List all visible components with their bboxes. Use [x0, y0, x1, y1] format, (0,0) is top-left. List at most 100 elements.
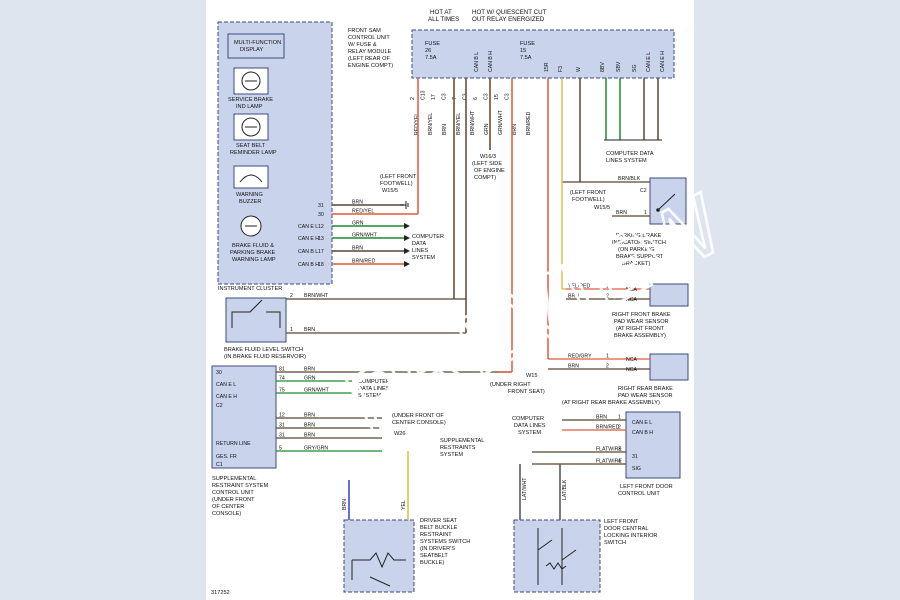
srs-pin-5: 31: [279, 433, 285, 439]
srs-l3: CONTROL UNIT: [212, 490, 254, 496]
cluster-color-3: GRN/WHT: [352, 233, 378, 239]
front-sam-l5: (LEFT REAR OF: [348, 56, 390, 62]
cluster-pin-4: 17: [318, 249, 324, 255]
srs-color-0: BRN: [304, 367, 315, 373]
door-pin-0: 1: [618, 415, 621, 421]
bf-switch-symbol: [231, 299, 281, 328]
hot-quiescent-l1: HOT W/ QUIESCENT CUT: [472, 9, 547, 16]
service-brake-l1: SERVICE BRAKE: [228, 97, 273, 103]
cluster-color-0: BRN: [352, 200, 363, 206]
rf-nca-0: NCA: [626, 287, 637, 293]
door-switch-color-0: LAT/WHT: [522, 477, 528, 500]
pb-color-0: BRN/BLK: [618, 176, 641, 182]
door-switch-box: [513, 519, 601, 593]
pb-switch-l4: BRAKE SUPPORT: [616, 254, 664, 260]
hot-at-all-times-l1: HOT AT: [430, 9, 452, 16]
top-color-1: BRN/YEL: [428, 113, 434, 135]
mfd-l1: MULTI-FUNCTION: [234, 40, 281, 46]
lf-footwell2-l2: FOOTWELL): [572, 197, 605, 203]
cluster-arrow-2: [404, 223, 410, 229]
brake-fluid-lamp-l2: PARKING BRAKE: [230, 250, 276, 256]
w163-l1: W16/3: [480, 154, 496, 160]
door-color-2: FLATWIRE: [596, 447, 622, 453]
pb-switch-l5: BRACKET): [622, 261, 650, 267]
lf-footwell1-l2: FOOTWELL): [380, 181, 413, 187]
pb-color-1: BRN: [616, 210, 627, 216]
cdl1-l2: DATA: [412, 241, 426, 247]
fuse15-l3: 7.5A: [520, 55, 532, 61]
srs-pin-4: 31: [279, 423, 285, 429]
seat-belt-lamp-icon: [233, 113, 269, 141]
door-switch-l1: LEFT FRONT: [604, 519, 639, 525]
instrument-cluster-label: INSTRUMENT CLUSTER: [218, 286, 282, 292]
cluster-pin-3: 13: [318, 236, 324, 242]
buckle-l2: BELT BUCKLE: [420, 525, 458, 531]
seat-belt-l2: REMINDER LAMP: [230, 150, 277, 156]
srs-pin-3: 12: [279, 413, 285, 419]
top-color-7: BRN: [512, 124, 518, 135]
rr-pad-l2: PAD WEAR SENSOR: [618, 393, 673, 399]
top-color-0: RED/YEL: [414, 113, 420, 135]
cluster-can-0: CAN E L: [298, 224, 318, 230]
top-color-8: BRN/RED: [526, 111, 532, 135]
srs-color-5: BRN: [304, 433, 315, 439]
cdl-srs-l3: SYSTEM: [358, 393, 381, 399]
under-right-seat-l1: (UNDER RIGHT: [490, 382, 531, 388]
door-can-0: CAN E L: [632, 420, 652, 426]
sam-conn-label-3: 8BV: [600, 62, 606, 72]
door-unit-l1: LEFT FRONT DOOR: [620, 484, 673, 490]
figure-id: 317252: [211, 590, 230, 596]
fuse26-l3: 7.5A: [425, 55, 437, 61]
bf-color-0: BRN/WHT: [304, 293, 329, 299]
brake-fluid-lamp-icon: [240, 215, 262, 237]
w15-label: W15: [526, 373, 538, 379]
seat-belt-l1: SEAT BELT: [236, 143, 266, 149]
top-pin-2: 17: [431, 94, 437, 100]
srs-color-6: GRY/GRN: [304, 446, 328, 452]
door-can-3: SIG: [632, 466, 641, 472]
cluster-can-1: CAN E H: [298, 236, 319, 242]
cluster-can-3: CAN B H: [298, 262, 319, 268]
cluster-pin-2: 12: [318, 224, 324, 230]
front-sam-l2: CONTROL UNIT: [348, 35, 390, 41]
cluster-color-2: GRN: [352, 221, 364, 227]
buzzer-icon: [233, 165, 269, 189]
sam-conn-label-4: SBV: [616, 61, 622, 72]
top-color-2: BRN: [442, 124, 448, 135]
front-sam-module: [411, 29, 675, 79]
top-color-5: GRN: [484, 123, 490, 135]
buckle-switch-icon: [351, 552, 406, 587]
cdl-door-l3: SYSTEM: [518, 430, 541, 436]
buckle-l1: DRIVER SEAT: [420, 518, 457, 524]
sam-conn-label-8: CAN B L: [474, 52, 480, 72]
front-sam-l4: RELAY MODULE: [348, 49, 392, 55]
srs-l6: CONSOLE): [212, 511, 241, 517]
lf-footwell1-l3: W15/5: [382, 188, 398, 194]
brake-fluid-lamp-l3: WARNING LAMP: [232, 257, 276, 263]
buzzer-l1: WARNING: [236, 192, 263, 198]
srs-pin-0: 81: [279, 367, 285, 373]
door-switch-l4: SWITCH: [604, 540, 626, 546]
lf-footwell2-l1: (LEFT FRONT: [570, 190, 607, 196]
supp-l2: RESTRAINTS: [440, 445, 476, 451]
srs-label-3: C2: [216, 403, 223, 409]
srs-label-4: RETURN LINE: [216, 441, 251, 447]
buckle-color-0: BRN: [342, 499, 348, 510]
cluster-can-2: CAN B L: [298, 249, 318, 255]
top-color-6: GRN/WHT: [498, 109, 504, 135]
srs-label-5: GES. FR: [216, 454, 237, 460]
lf-footwell1-l1: (LEFT FRONT: [380, 174, 417, 180]
buckle-l5: (IN DRIVER'S: [420, 546, 455, 552]
sam-conn-label-2: W: [576, 67, 582, 72]
rr-nca-1: NCA: [626, 367, 637, 373]
hot-quiescent-l2: OUT RELAY ENERGIZED: [472, 16, 545, 23]
sam-conn-label-7: CAN E H: [660, 51, 666, 72]
sam-conn-label-1: F3: [558, 66, 564, 72]
under-console-l2: CENTER CONSOLE): [392, 420, 446, 426]
